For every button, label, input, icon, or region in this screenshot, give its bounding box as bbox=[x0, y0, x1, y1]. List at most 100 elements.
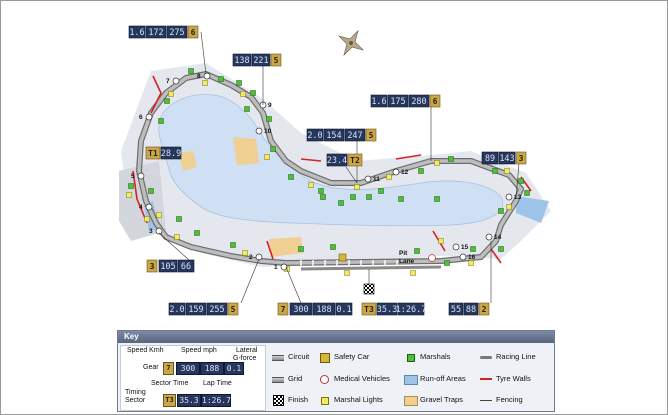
marshal-light-icon bbox=[354, 184, 360, 190]
marshal-light-icon bbox=[434, 160, 440, 166]
lcd-value: 66 bbox=[181, 262, 191, 272]
key-item-fencing: Fencing bbox=[480, 394, 552, 406]
gear-value: 5 bbox=[274, 56, 279, 65]
svg-text:35.3: 35.3 bbox=[377, 305, 397, 315]
pit-lane bbox=[300, 265, 442, 271]
marshal-icon bbox=[270, 146, 276, 152]
marshal-icon bbox=[298, 246, 304, 252]
finish-flag-icon bbox=[273, 395, 284, 406]
key-item-gravel: Gravel Traps bbox=[404, 394, 484, 406]
compass-rose-icon bbox=[337, 29, 365, 57]
marshal-icon bbox=[148, 188, 154, 194]
turn-marker-3 bbox=[155, 227, 163, 235]
sample-lap-time: 1:26.7 bbox=[201, 394, 231, 407]
lcd-value: 0.1 bbox=[336, 305, 351, 315]
marshal-icon bbox=[407, 354, 415, 362]
marshal-icon bbox=[338, 200, 344, 206]
key-item-tyre-walls: Tyre Walls bbox=[480, 373, 552, 385]
key-item-racing-line: Racing Line bbox=[480, 351, 552, 363]
marshal-icon bbox=[350, 194, 356, 200]
turn-marker-14 bbox=[485, 233, 493, 241]
gear-value: 5 bbox=[231, 305, 236, 314]
medical-vehicle-icon bbox=[428, 254, 436, 262]
marshal-icon bbox=[188, 68, 194, 74]
marshal-light-icon bbox=[126, 192, 132, 198]
marshal-icon bbox=[398, 196, 404, 202]
svg-text:T3: T3 bbox=[364, 305, 374, 314]
lcd-value: 175 bbox=[390, 97, 405, 107]
marshal-light-icon bbox=[168, 91, 174, 97]
turn-label-12: 12 bbox=[401, 169, 409, 176]
turn-label-15: 15 bbox=[461, 244, 469, 251]
turn-label-6: 6 bbox=[139, 114, 143, 121]
gear-value: 3 bbox=[150, 262, 155, 271]
sample-kmh: 300 bbox=[176, 362, 200, 375]
turn-label-7: 7 bbox=[166, 78, 170, 85]
sample-mph: 188 bbox=[200, 362, 224, 375]
lcd-value: 275 bbox=[169, 28, 184, 38]
turn-marker-1 bbox=[280, 263, 288, 271]
marshal-light-icon bbox=[156, 212, 162, 218]
key-title: Key bbox=[118, 331, 554, 343]
key-item-safety-car: Safety Car bbox=[318, 351, 408, 363]
safety-car-icon bbox=[338, 253, 347, 262]
circuit-line-icon bbox=[272, 355, 284, 361]
svg-text:T1: T1 bbox=[148, 149, 158, 158]
gravel-trap bbox=[269, 237, 303, 257]
lcd-value: 89 bbox=[485, 154, 495, 164]
marshal-icon bbox=[194, 230, 200, 236]
svg-text:28.9: 28.9 bbox=[161, 149, 181, 159]
lateral-label: Lateral bbox=[236, 347, 258, 354]
marshal-light-icon bbox=[504, 168, 510, 174]
gear-value: 6 bbox=[433, 97, 438, 106]
lap-time-label: Lap Time bbox=[203, 380, 232, 387]
sample-sector: T3 bbox=[163, 394, 176, 407]
marshal-light-icon bbox=[144, 216, 150, 222]
marshal-icon bbox=[448, 156, 454, 162]
grid-slots bbox=[300, 260, 398, 266]
turn-label-13: 13 bbox=[514, 194, 522, 201]
run-off-icon bbox=[404, 375, 418, 385]
marshal-icon bbox=[318, 188, 324, 194]
lcd-value: 1.6 bbox=[129, 28, 144, 38]
key-item-marshal-lights: Marshal Lights bbox=[318, 394, 408, 406]
marshal-icon bbox=[518, 178, 524, 184]
marshal-icon bbox=[434, 196, 440, 202]
tyre-walls bbox=[132, 75, 532, 264]
turn-marker-8 bbox=[203, 72, 211, 80]
fencing-icon bbox=[480, 400, 492, 401]
turn-marker-15 bbox=[452, 243, 460, 251]
lcd-value: 159 bbox=[188, 305, 203, 315]
marshal-icon bbox=[288, 174, 294, 180]
timing-label: Timing bbox=[125, 389, 146, 396]
marshal-icon bbox=[250, 90, 256, 96]
key-item-finish: Finish bbox=[272, 394, 352, 406]
turn-marker-5 bbox=[137, 172, 145, 180]
g-force-label: G-force bbox=[233, 355, 257, 362]
marshal-icon bbox=[218, 76, 224, 82]
tyre-wall-icon bbox=[480, 378, 492, 380]
turn-label-9: 9 bbox=[268, 102, 272, 109]
marshal-icon bbox=[366, 194, 372, 200]
turn-marker-7 bbox=[172, 77, 180, 85]
lcd-value: 2.0 bbox=[307, 131, 322, 141]
marshal-light-icon bbox=[174, 234, 180, 240]
key-item-grid: Grid bbox=[272, 373, 352, 385]
medical-vehicle-icon bbox=[320, 375, 329, 384]
lcd-value: 88 bbox=[466, 305, 476, 315]
marshal-icon bbox=[444, 260, 450, 266]
marshal-icon bbox=[492, 168, 498, 174]
sector-label: Sector bbox=[125, 397, 146, 404]
lcd-value: 300 bbox=[293, 305, 308, 315]
lcd-value: 172 bbox=[148, 28, 163, 38]
marshal-light-icon bbox=[308, 182, 314, 188]
lcd-value: 105 bbox=[160, 262, 175, 272]
safety-car-icon bbox=[320, 353, 330, 363]
svg-text:T2: T2 bbox=[350, 156, 360, 165]
turn-marker-11 bbox=[364, 175, 372, 183]
